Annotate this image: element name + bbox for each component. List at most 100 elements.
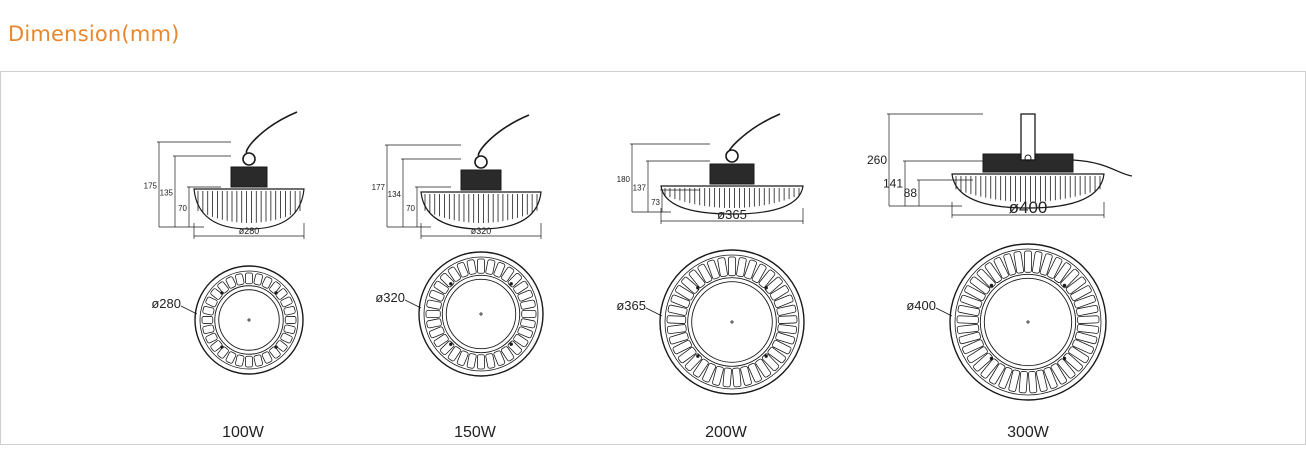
outer-ring-inner	[954, 248, 1102, 396]
vent-slot	[1077, 315, 1100, 324]
vent-slot	[712, 365, 724, 386]
vent-slot	[1013, 251, 1025, 274]
vent-slot	[280, 332, 293, 344]
vent-slot	[1065, 276, 1087, 295]
vent-slot	[681, 276, 700, 294]
lens-ring	[441, 274, 521, 354]
outer-ring	[659, 249, 805, 395]
vent-slot	[269, 281, 281, 294]
vent-slot	[993, 257, 1009, 279]
vent-slot	[777, 315, 798, 324]
vent-slot	[668, 332, 689, 345]
vent-slot	[429, 326, 445, 339]
vent-slot	[684, 353, 703, 372]
vent-slot	[1057, 358, 1076, 379]
vent-slot	[466, 259, 477, 275]
height-dimension-label: 134	[388, 190, 402, 199]
vent-slot	[429, 289, 445, 302]
vent-slot	[667, 304, 688, 316]
screw	[449, 282, 453, 286]
lens-ring	[214, 285, 284, 355]
screw	[989, 356, 994, 361]
vent-slot	[777, 324, 798, 335]
lens-ring	[979, 273, 1077, 371]
vent-slot	[439, 340, 455, 356]
vent-slot	[501, 266, 515, 282]
vent-slot	[517, 289, 533, 302]
height-dimension-label: 177	[372, 183, 386, 192]
vent-slot	[520, 299, 536, 310]
vent-slots	[425, 258, 537, 370]
vent-slot	[1008, 369, 1021, 392]
front-diameter-label: ø400	[906, 298, 936, 313]
vent-slot	[775, 332, 796, 345]
vent-slot	[447, 346, 461, 362]
vent-slot	[466, 353, 477, 369]
vent-slot	[425, 310, 441, 318]
vent-slot	[205, 296, 218, 308]
vent-slot	[1024, 250, 1032, 273]
vent-slot	[284, 316, 297, 324]
vent-slot	[1063, 352, 1083, 372]
height-dimension-label: 260	[867, 153, 887, 167]
vent-slot	[517, 326, 533, 339]
front-diameter-label: ø320	[375, 290, 405, 305]
vent-slot	[456, 350, 469, 366]
cooling-fins	[424, 194, 538, 223]
vent-slot	[1076, 324, 1100, 334]
height-dimension-label: 175	[144, 182, 158, 191]
vent-slot	[210, 288, 223, 300]
vent-slot	[477, 258, 485, 274]
vent-slot	[666, 315, 687, 324]
vent-slot	[969, 276, 991, 295]
vent-slot	[1028, 371, 1038, 394]
vent-slot	[973, 352, 993, 372]
vent-slot	[433, 280, 449, 294]
width-dimension-label: ø365	[717, 207, 747, 222]
vent-slot	[740, 365, 752, 386]
height-dimension-label: 70	[406, 204, 415, 213]
vent-slot	[217, 346, 229, 359]
front-view: ø400	[906, 243, 1107, 401]
vent-slot	[283, 306, 296, 316]
outer-ring	[194, 265, 304, 375]
outer-ring	[949, 243, 1107, 401]
vent-slot	[957, 304, 980, 317]
vent-slot	[670, 294, 691, 308]
vent-slot	[960, 294, 983, 309]
vent-slot	[748, 362, 762, 383]
vent-slot	[513, 280, 529, 294]
height-dimension-label: 137	[633, 184, 647, 193]
vent-slot	[702, 362, 716, 383]
vent-slot	[976, 268, 996, 289]
diameter-leader	[404, 299, 422, 309]
vent-slot	[964, 285, 986, 302]
vent-slot	[520, 318, 536, 329]
vent-slot	[697, 263, 713, 284]
lens	[691, 281, 773, 363]
bracket-bolt	[1024, 154, 1032, 162]
height-dimension-label: 180	[617, 175, 631, 184]
vent-slot	[772, 339, 792, 355]
front-diameter-label: ø365	[616, 298, 646, 313]
vent-slot	[966, 346, 988, 364]
width-dimension-label: ø280	[239, 226, 260, 236]
vent-slot	[672, 339, 692, 355]
lens	[218, 289, 280, 351]
vent-slot	[225, 351, 237, 364]
vent-slots	[666, 256, 798, 388]
vent-slot	[1050, 363, 1067, 385]
vent-slot	[962, 339, 984, 355]
vent-slot	[205, 332, 218, 344]
screw	[449, 342, 453, 346]
vent-slot	[225, 276, 237, 289]
outer-ring-inner	[664, 254, 800, 390]
vent-slot	[280, 296, 293, 308]
vent-slot	[202, 306, 215, 316]
vent-slot	[426, 318, 442, 329]
screw	[764, 286, 768, 290]
vent-slot	[722, 367, 732, 388]
